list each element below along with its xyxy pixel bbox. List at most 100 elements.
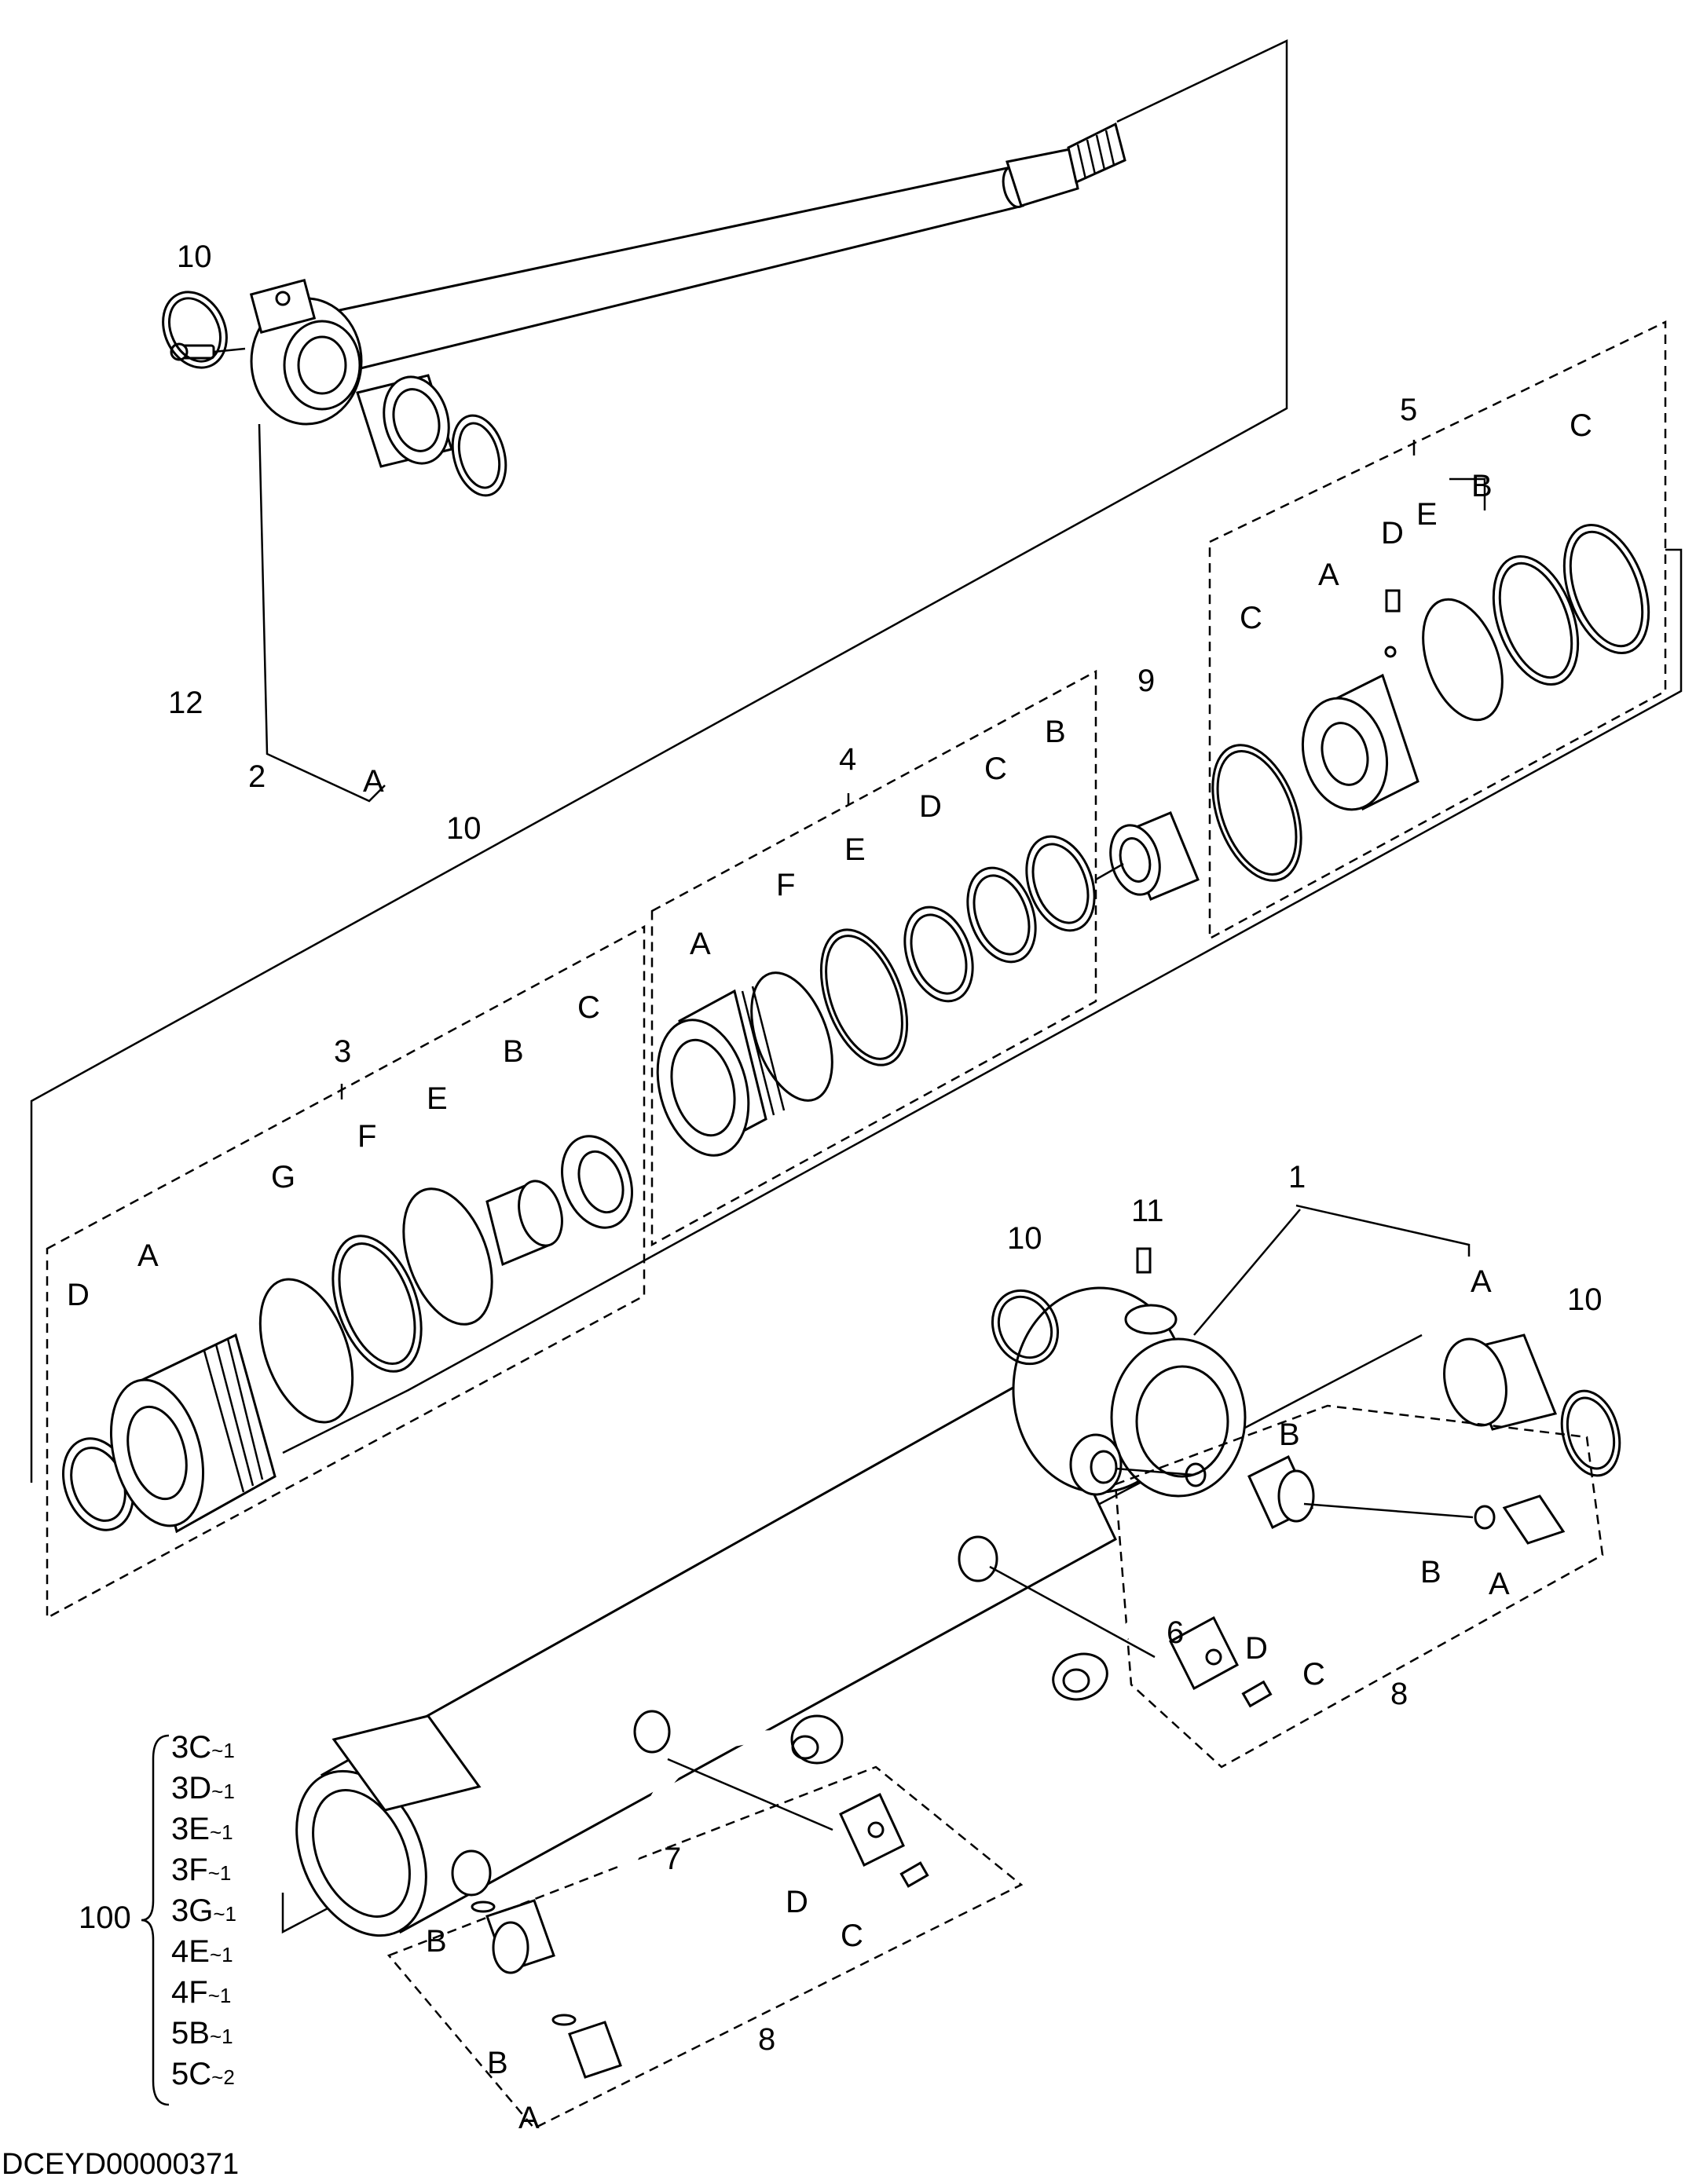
letter-4E: E [844,832,866,867]
kit-item-qty: 1 [222,1943,233,1966]
callout-8-left: 8 [758,2022,775,2057]
callout-10-tube-left: 10 [1007,1221,1042,1256]
kit-items-list: 3C~13D~13E~13F~13G~14E~14F~15B~15C~2 [171,1730,236,2091]
callout-4: 4 [839,742,856,777]
kit-item-code: 5B [171,2016,210,2050]
callout-3: 3 [334,1034,351,1069]
letter-4C: C [984,752,1007,786]
piston-group-4 [650,669,1097,1247]
kit-item-qty: 1 [220,1984,231,2007]
letter-5C-left: C [1240,601,1262,635]
gland-3A [109,1333,277,1534]
callout-labels: 1 2 3 4 5 6 7 8 8 9 10 10 10 10 11 12 [168,240,1603,2057]
kit-item-tilde: ~ [208,1861,220,1885]
letter-3E: E [427,1081,448,1116]
letter-8l-B-top: B [426,1924,447,1959]
piston-rod [30,39,1288,1483]
kit-item: 5B~1 [171,2016,233,2050]
letter-8l-B-bottom: B [487,2046,508,2080]
kit-item-code: 3F [171,1853,208,1887]
kit-item-tilde: ~ [210,1820,222,1844]
letter-5B: B [1471,469,1493,503]
callout-2: 2 [248,759,266,794]
cushion-bearing-9 [1109,811,1200,901]
bushing-rod-A [356,374,453,468]
callout-9: 9 [1137,664,1155,698]
letter-8r-D: D [1245,1631,1268,1666]
kit-item-qty: 1 [220,1861,231,1885]
letter-5D: D [1381,516,1404,551]
letter-3F: F [357,1119,376,1154]
kit-item-tilde: ~ [208,1984,220,2007]
kit-item-code: 4F [171,1975,208,2010]
kit-item-tilde: ~ [211,2065,223,2089]
letter-8r-B-bottom: B [1420,1555,1441,1590]
callout-11: 11 [1131,1194,1164,1228]
letter-4D: D [919,789,942,824]
kit-item-qty: 1 [225,1902,236,1926]
kit-item-qty: 1 [222,1820,233,1844]
letter-labels: A D A G F E B C A F E D C B C A D E B C … [67,408,1592,2135]
letter-4F: F [776,868,795,902]
letter-5C-right: C [1570,408,1592,443]
kit-item-tilde: ~ [211,1739,223,1762]
pipe-6-assembly [989,1404,1604,1769]
callout-6: 6 [1167,1615,1184,1650]
dust-seal-10 [162,291,228,369]
letter-3D: D [67,1278,90,1312]
callout-12: 12 [168,686,203,720]
callout-1: 1 [1288,1160,1306,1194]
kit-item-qty: 2 [223,2065,234,2089]
kit-item: 3C~1 [171,1730,235,1765]
letter-3C: C [577,990,600,1025]
kit-item: 3F~1 [171,1853,231,1887]
kit-item: 3G~1 [171,1893,236,1928]
diagram-code: DCEYD00000371 [2,2148,239,2181]
letter-3G: G [271,1160,295,1194]
callout-10-rod-left: 10 [177,240,212,274]
seal-kit-100: 100 3C~13D~13E~13F~13G~14E~14F~15B~15C~2 [79,1730,236,2106]
letter-8l-D: D [786,1885,808,1919]
callout-7: 7 [664,1842,681,1876]
kit-item-qty: 1 [223,1780,234,1803]
kit-number: 100 [79,1900,131,1935]
callout-5: 5 [1400,393,1417,427]
letter-8r-B-top: B [1279,1418,1300,1452]
kit-item: 4F~1 [171,1975,231,2010]
kit-item-code: 3E [171,1812,210,1846]
callout-10-rod-right: 10 [446,811,482,846]
kit-item-tilde: ~ [211,1780,223,1803]
letter-rod-A: A [363,764,384,799]
letter-8r-C: C [1302,1657,1325,1692]
letter-8r-A: A [1489,1567,1510,1601]
letter-5A: A [1318,558,1339,592]
kit-item: 5C~2 [171,2057,235,2091]
kit-item-qty: 1 [223,1739,234,1762]
dust-seal-10b [451,414,507,497]
letter-3B: B [503,1034,524,1069]
kit-item-tilde: ~ [210,1943,222,1966]
kit-item-code: 3G [171,1893,213,1928]
kit-item: 4E~1 [171,1934,233,1969]
piston-nut-group-5 [1208,320,1667,941]
kit-item-code: 4E [171,1934,210,1969]
letter-tube-A: A [1471,1264,1492,1299]
cylinder-tube-1 [281,1204,1621,1937]
letter-3A: A [137,1238,159,1273]
kit-item: 3E~1 [171,1812,233,1846]
kit-item-tilde: ~ [213,1902,225,1926]
letter-5E: E [1416,497,1438,532]
gland-group-3 [46,924,646,1620]
letter-8l-A: A [518,2101,540,2135]
letter-4A: A [690,927,711,961]
letter-8l-C: C [841,1919,863,1953]
kit-item-tilde: ~ [210,2025,222,2048]
pipe-7-assembly [386,1714,1024,2130]
kit-item-code: 3C [171,1730,211,1765]
kit-item-code: 3D [171,1771,211,1805]
callout-10-tube-right: 10 [1567,1282,1603,1317]
kit-item: 3D~1 [171,1771,235,1805]
callout-8-right: 8 [1390,1677,1408,1711]
kit-item-code: 5C [171,2057,211,2091]
